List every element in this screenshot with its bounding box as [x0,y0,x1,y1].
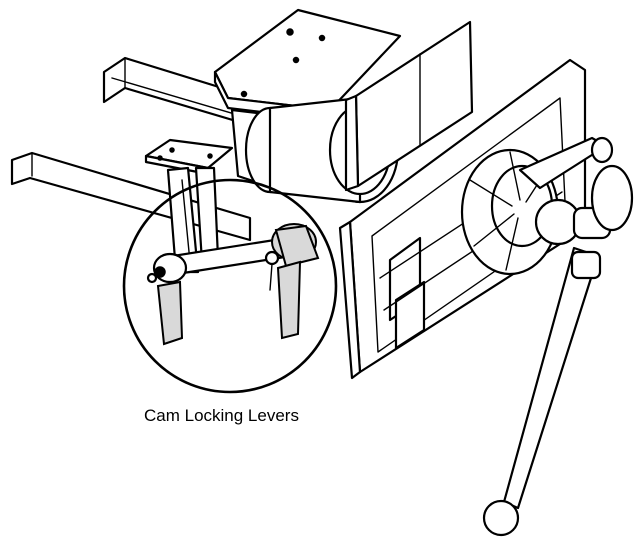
jaw-liner [344,20,474,192]
quick-release-trigger [518,136,614,190]
right-cam-lever [264,223,320,340]
left-cam-lever [146,252,188,346]
front-mounting-plate [144,138,234,176]
callout-label: Cam Locking Levers [144,406,299,425]
callout-circle [122,178,338,394]
vise-handle [482,164,634,537]
